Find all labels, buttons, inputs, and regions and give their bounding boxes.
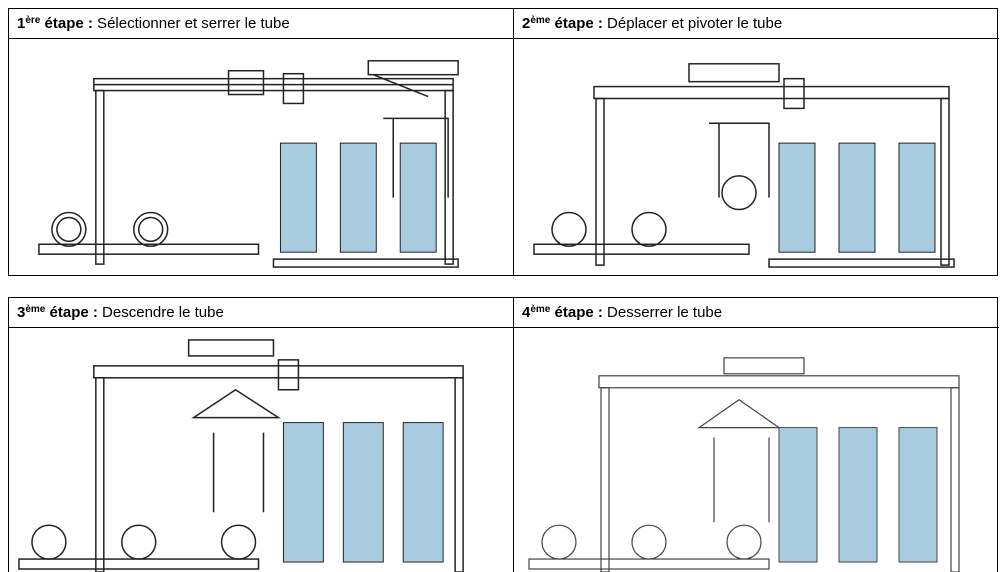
conveyor (528, 558, 770, 570)
pipe-stack-2 (339, 142, 377, 253)
step-4-number: 4 (522, 304, 531, 321)
control-cabin (688, 63, 780, 83)
step-1-number: 1 (17, 15, 26, 32)
pipe-stack-1 (778, 142, 816, 253)
gantry-leg-left (600, 387, 610, 572)
gripper-arm (383, 117, 449, 198)
pipe-held (220, 524, 257, 560)
gripper-arm (709, 122, 770, 198)
step-4-diagram (528, 357, 960, 572)
pipe-stack-1 (778, 427, 818, 563)
step-1-cell: 1ère étape : Sélectionner et serrer le t… (9, 9, 514, 275)
step-1-word: étape : (44, 15, 93, 32)
gripper-frame (697, 398, 781, 429)
gantry-leg-left (95, 377, 105, 572)
step-2-title: 2ème étape : Déplacer et pivoter le tube (514, 9, 999, 39)
trolley-box (282, 72, 305, 105)
step-3-text: Descendre le tube (97, 304, 224, 321)
gantry-beam (598, 375, 960, 389)
gantry-beam (593, 85, 950, 100)
step-3-ordinal: ème (25, 304, 46, 315)
pipe-2 (133, 211, 169, 247)
pipe-2-inner (137, 216, 164, 243)
gantry-leg-left (595, 97, 605, 266)
pipe-stack-2 (342, 422, 384, 563)
pipe-stack-1 (282, 422, 324, 563)
pipe-stacks (778, 427, 938, 563)
pipe-stack-3 (402, 422, 444, 563)
pipe-1 (551, 211, 587, 247)
control-cabin (187, 339, 275, 357)
trolley-box (783, 77, 805, 110)
control-cabin (723, 357, 805, 375)
pipe-2 (631, 211, 667, 247)
stack-base-plate (272, 258, 459, 268)
pipe-1 (31, 524, 67, 560)
pipe-2 (631, 524, 667, 560)
step-3-word: étape : (49, 304, 98, 321)
pipe-1 (541, 524, 577, 560)
step-1-title: 1ère étape : Sélectionner et serrer le t… (9, 9, 513, 39)
stack-base-plate (768, 258, 955, 268)
step-2-ordinal: ème (530, 15, 551, 26)
gripper-arm (212, 432, 265, 513)
gantry-leg-right (454, 377, 464, 572)
trolley-box (277, 359, 300, 391)
gantry-leg-right (940, 97, 950, 266)
gantry-leg-right (444, 89, 454, 265)
step-2-text: Déplacer et pivoter le tube (602, 15, 783, 32)
pipe-stack-3 (399, 142, 437, 253)
pipe-released (726, 524, 762, 560)
step-2-diagram (533, 63, 955, 268)
step-2-word: étape : (554, 15, 603, 32)
step-4-word: étape : (554, 304, 603, 321)
step-4-illustration (514, 328, 999, 572)
step-4-ordinal: ème (530, 304, 551, 315)
pipe-stack-3 (898, 142, 936, 253)
pipe-stack-2 (838, 427, 878, 563)
step-1-illustration (9, 39, 513, 275)
gripper-frame (191, 388, 281, 419)
step-1-text: Sélectionner et serrer le tube (92, 15, 290, 32)
pipe-stacks (279, 142, 437, 253)
pipe-2 (121, 524, 157, 560)
pipe-held (721, 175, 757, 211)
cable-line (372, 74, 429, 98)
step-4-text: Desserrer le tube (602, 304, 723, 321)
gantry-leg-left (95, 89, 105, 265)
pipe-1-inner (56, 216, 82, 243)
step-3-illustration (9, 328, 513, 572)
trolley-motor (227, 69, 265, 96)
pipe-stacks (778, 142, 936, 253)
pipe-stack-1 (279, 142, 317, 253)
pipe-stack-3 (898, 427, 938, 563)
pipe-1 (51, 211, 87, 247)
step-3-number: 3 (17, 304, 26, 321)
steps-table-bottom: 3ème étape : Descendre le tube (8, 297, 999, 572)
step-3-title: 3ème étape : Descendre le tube (9, 298, 513, 328)
steps-table-top: 1ère étape : Sélectionner et serrer le t… (8, 8, 999, 276)
conveyor (38, 243, 260, 255)
step-4-cell: 4ème étape : Desserrer le tube (514, 298, 999, 572)
pipe-stacks (282, 422, 444, 563)
gripper-arm (713, 437, 770, 523)
step-1-diagram (38, 60, 459, 268)
gantry-leg-right (950, 387, 960, 572)
step-1-ordinal: ère (25, 15, 41, 26)
step-2-cell: 2ème étape : Déplacer et pivoter le tube (514, 9, 999, 275)
step-3-cell: 3ème étape : Descendre le tube (9, 298, 514, 572)
pipe-stack-2 (838, 142, 876, 253)
conveyor (18, 558, 260, 570)
step-2-illustration (514, 39, 999, 275)
step-2-number: 2 (522, 15, 531, 32)
step-3-diagram (18, 339, 464, 572)
step-4-title: 4ème étape : Desserrer le tube (514, 298, 999, 328)
control-cabin (367, 60, 459, 76)
